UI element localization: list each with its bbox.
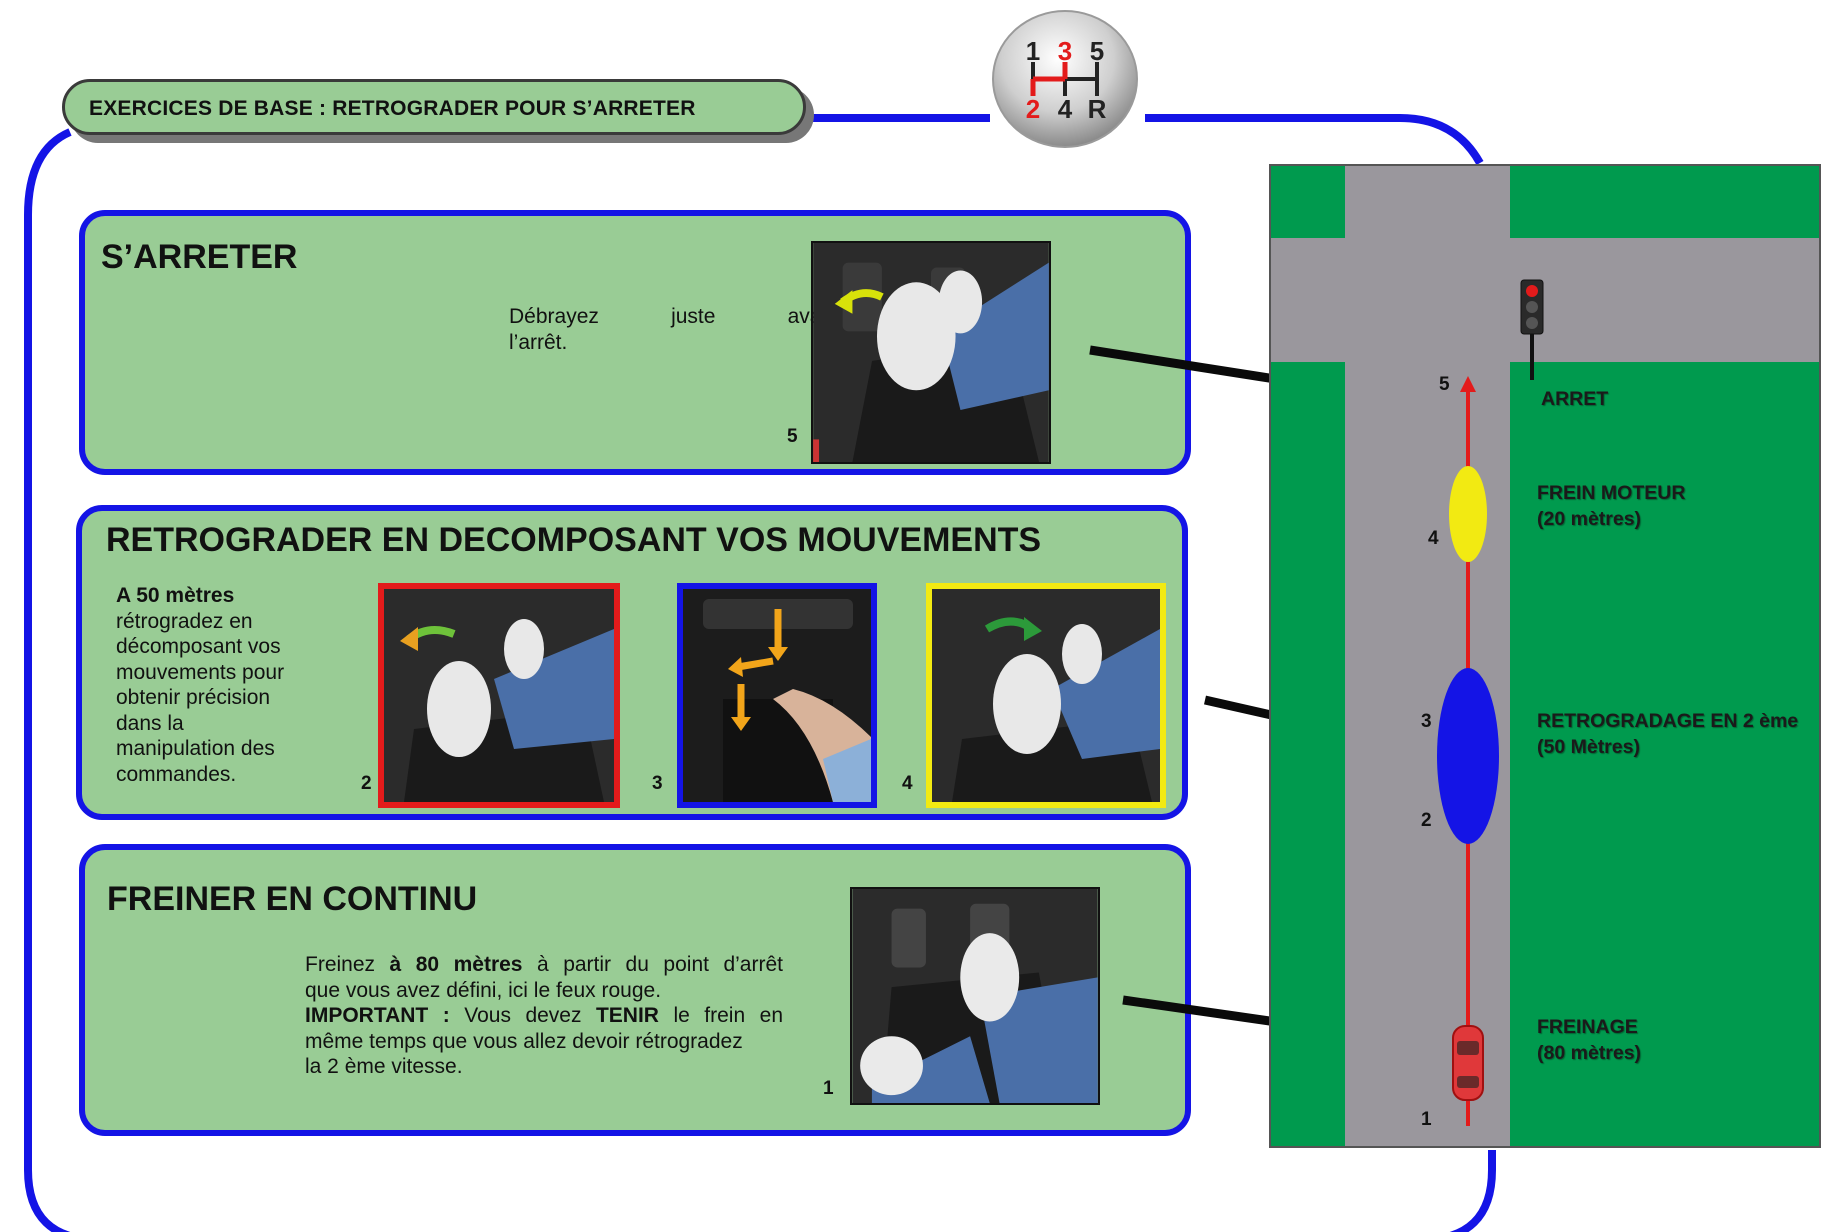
brake-line-1: Freinez à 80 mètres à partir du point d’…: [305, 952, 783, 978]
downshift-line-7: commandes.: [116, 762, 237, 786]
downshift-line-3: mouvements pour: [116, 660, 285, 684]
brake-line-3: IMPORTANT : Vous devez TENIR le frein en: [305, 1003, 783, 1029]
label-stop: ARRET: [1541, 388, 1609, 410]
traffic-light-icon: [1520, 279, 1544, 380]
label-engine-brake-2: (20 mètres): [1537, 508, 1642, 530]
marker-1: 1: [1421, 1109, 1432, 1130]
downshift-line-5: dans la: [116, 711, 184, 735]
gear-5: 5: [1090, 36, 1104, 66]
gear-2: 2: [1026, 94, 1040, 124]
marker-4: 4: [1428, 528, 1439, 549]
photo-clutch-pedal: [811, 241, 1051, 464]
marker-2: 2: [1421, 810, 1432, 831]
downshift-line-6: manipulation des: [116, 737, 275, 760]
section-stop: S’ARRETER Débrayez juste avant l’arrêt. …: [79, 210, 1191, 475]
gear-r: R: [1088, 94, 1107, 124]
photo-number-4: 4: [902, 773, 913, 794]
section-stop-text-line1: Débrayez juste avant: [509, 305, 839, 328]
photo-number-3: 3: [652, 773, 663, 794]
section-downshift: RETROGRADER EN DECOMPOSANT VOS MOUVEMENT…: [76, 505, 1188, 820]
brake-line-2: que vous avez défini, ici le feux rouge.: [305, 978, 662, 1002]
brake-line-4: même temps que vous allez devoir rétrogr…: [305, 1029, 743, 1053]
label-downshift-1: RETROGRADAGE EN 2 ème: [1537, 710, 1799, 732]
header-title: EXERCICES DE BASE : RETROGRADER POUR S’A…: [89, 97, 696, 120]
photo-clutch-press: [378, 583, 620, 808]
label-braking-2: (80 mètres): [1537, 1042, 1642, 1064]
photo-number-1: 1: [823, 1078, 834, 1099]
gear-knob-icon: 1 3 5 2 4 R: [992, 10, 1138, 148]
section-brake: FREINER EN CONTINU Freinez à 80 mètres à…: [79, 844, 1191, 1136]
section-brake-title: FREINER EN CONTINU: [107, 880, 478, 918]
label-engine-brake-1: FREIN MOTEUR: [1537, 482, 1686, 504]
gear-4: 4: [1058, 94, 1073, 124]
label-downshift-2: (50 Mètres): [1537, 736, 1640, 758]
road-map: 5 4 3 2 1 ARRET FREIN MOTEUR (20 mètres)…: [1269, 164, 1821, 1148]
label-downshift: RETROGRADAGE EN 2 ème (50 Mètres): [1537, 708, 1798, 760]
photo-gear-lever: [677, 583, 877, 808]
road-vertical: [1345, 166, 1510, 1146]
photo-clutch-release: [926, 583, 1166, 808]
route-arrow-head: [1460, 376, 1476, 392]
downshift-line-1: rétrogradez en: [116, 609, 253, 633]
section-stop-text-line2: l’arrêt.: [509, 330, 568, 354]
car-icon: [1452, 1025, 1484, 1101]
zone-downshift: [1437, 668, 1499, 844]
gear-3: 3: [1058, 36, 1072, 66]
photo-brake-pedal: [850, 887, 1100, 1105]
brake-line-1-a: Freinez: [305, 953, 390, 976]
gear-1: 1: [1026, 36, 1040, 66]
label-braking-1: FREINAGE: [1537, 1016, 1638, 1038]
section-stop-title: S’ARRETER: [101, 238, 298, 276]
brake-line-3-c: TENIR: [595, 1004, 659, 1027]
photo-number-2: 2: [361, 773, 372, 794]
photo-number-5: 5: [787, 426, 798, 447]
section-brake-text: Freinez à 80 mètres à partir du point d’…: [305, 952, 783, 1080]
downshift-line-2: décomposant vos: [116, 635, 281, 658]
marker-5: 5: [1439, 374, 1450, 395]
brake-line-5: la 2 ème vitesse.: [305, 1055, 463, 1078]
route-overlay: [1437, 279, 1544, 1126]
brake-line-1-c: à partir du point d’arrêt: [522, 953, 783, 976]
downshift-line-4: obtenir précision: [116, 686, 271, 709]
zone-engine-brake: [1449, 466, 1487, 562]
section-downshift-text: A 50 mètres rétrogradez en décomposant v…: [116, 583, 316, 787]
brake-line-3-b: Vous devez: [449, 1004, 596, 1027]
marker-3: 3: [1421, 711, 1432, 732]
label-braking: FREINAGE (80 mètres): [1537, 1014, 1641, 1066]
section-downshift-title: RETROGRADER EN DECOMPOSANT VOS MOUVEMENT…: [106, 521, 1042, 559]
label-engine-brake: FREIN MOTEUR (20 mètres): [1537, 480, 1685, 532]
section-stop-text: Débrayez juste avant l’arrêt.: [509, 304, 839, 355]
brake-line-3-a: IMPORTANT :: [305, 1004, 450, 1027]
brake-line-1-b: à 80 mètres: [389, 953, 523, 976]
header-tab: EXERCICES DE BASE : RETROGRADER POUR S’A…: [62, 79, 806, 135]
brake-line-3-d: le frein en: [658, 1004, 783, 1027]
section-downshift-lead: A 50 mètres: [116, 584, 235, 607]
